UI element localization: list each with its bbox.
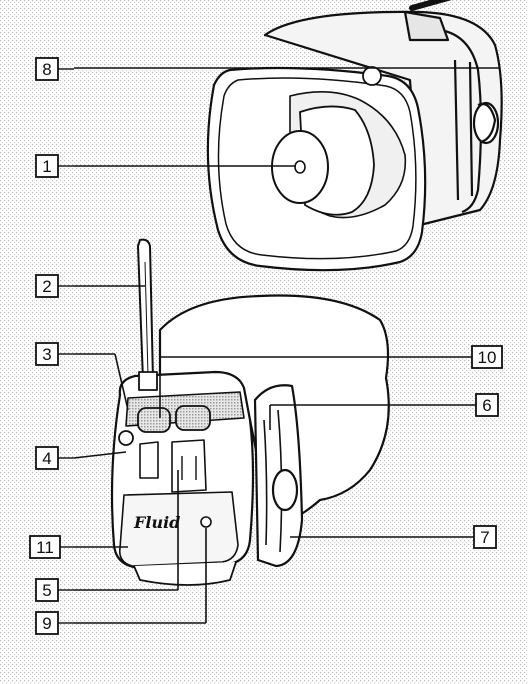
callout-11-label: 11 [36,538,54,557]
callout-8-label: 8 [42,60,51,79]
callout-5-label: 5 [42,581,51,600]
callout-1-label: 1 [42,157,51,176]
callout-4-label: 4 [42,449,51,468]
callout-7-label: 7 [480,528,489,547]
brand-logo: Fluid [133,513,180,532]
callout-9-label: 9 [42,614,51,633]
callout-3-label: 3 [42,345,51,364]
callout-2-label: 2 [42,277,51,296]
callout-10-label: 10 [478,348,497,367]
callout-6-label: 6 [482,396,491,415]
